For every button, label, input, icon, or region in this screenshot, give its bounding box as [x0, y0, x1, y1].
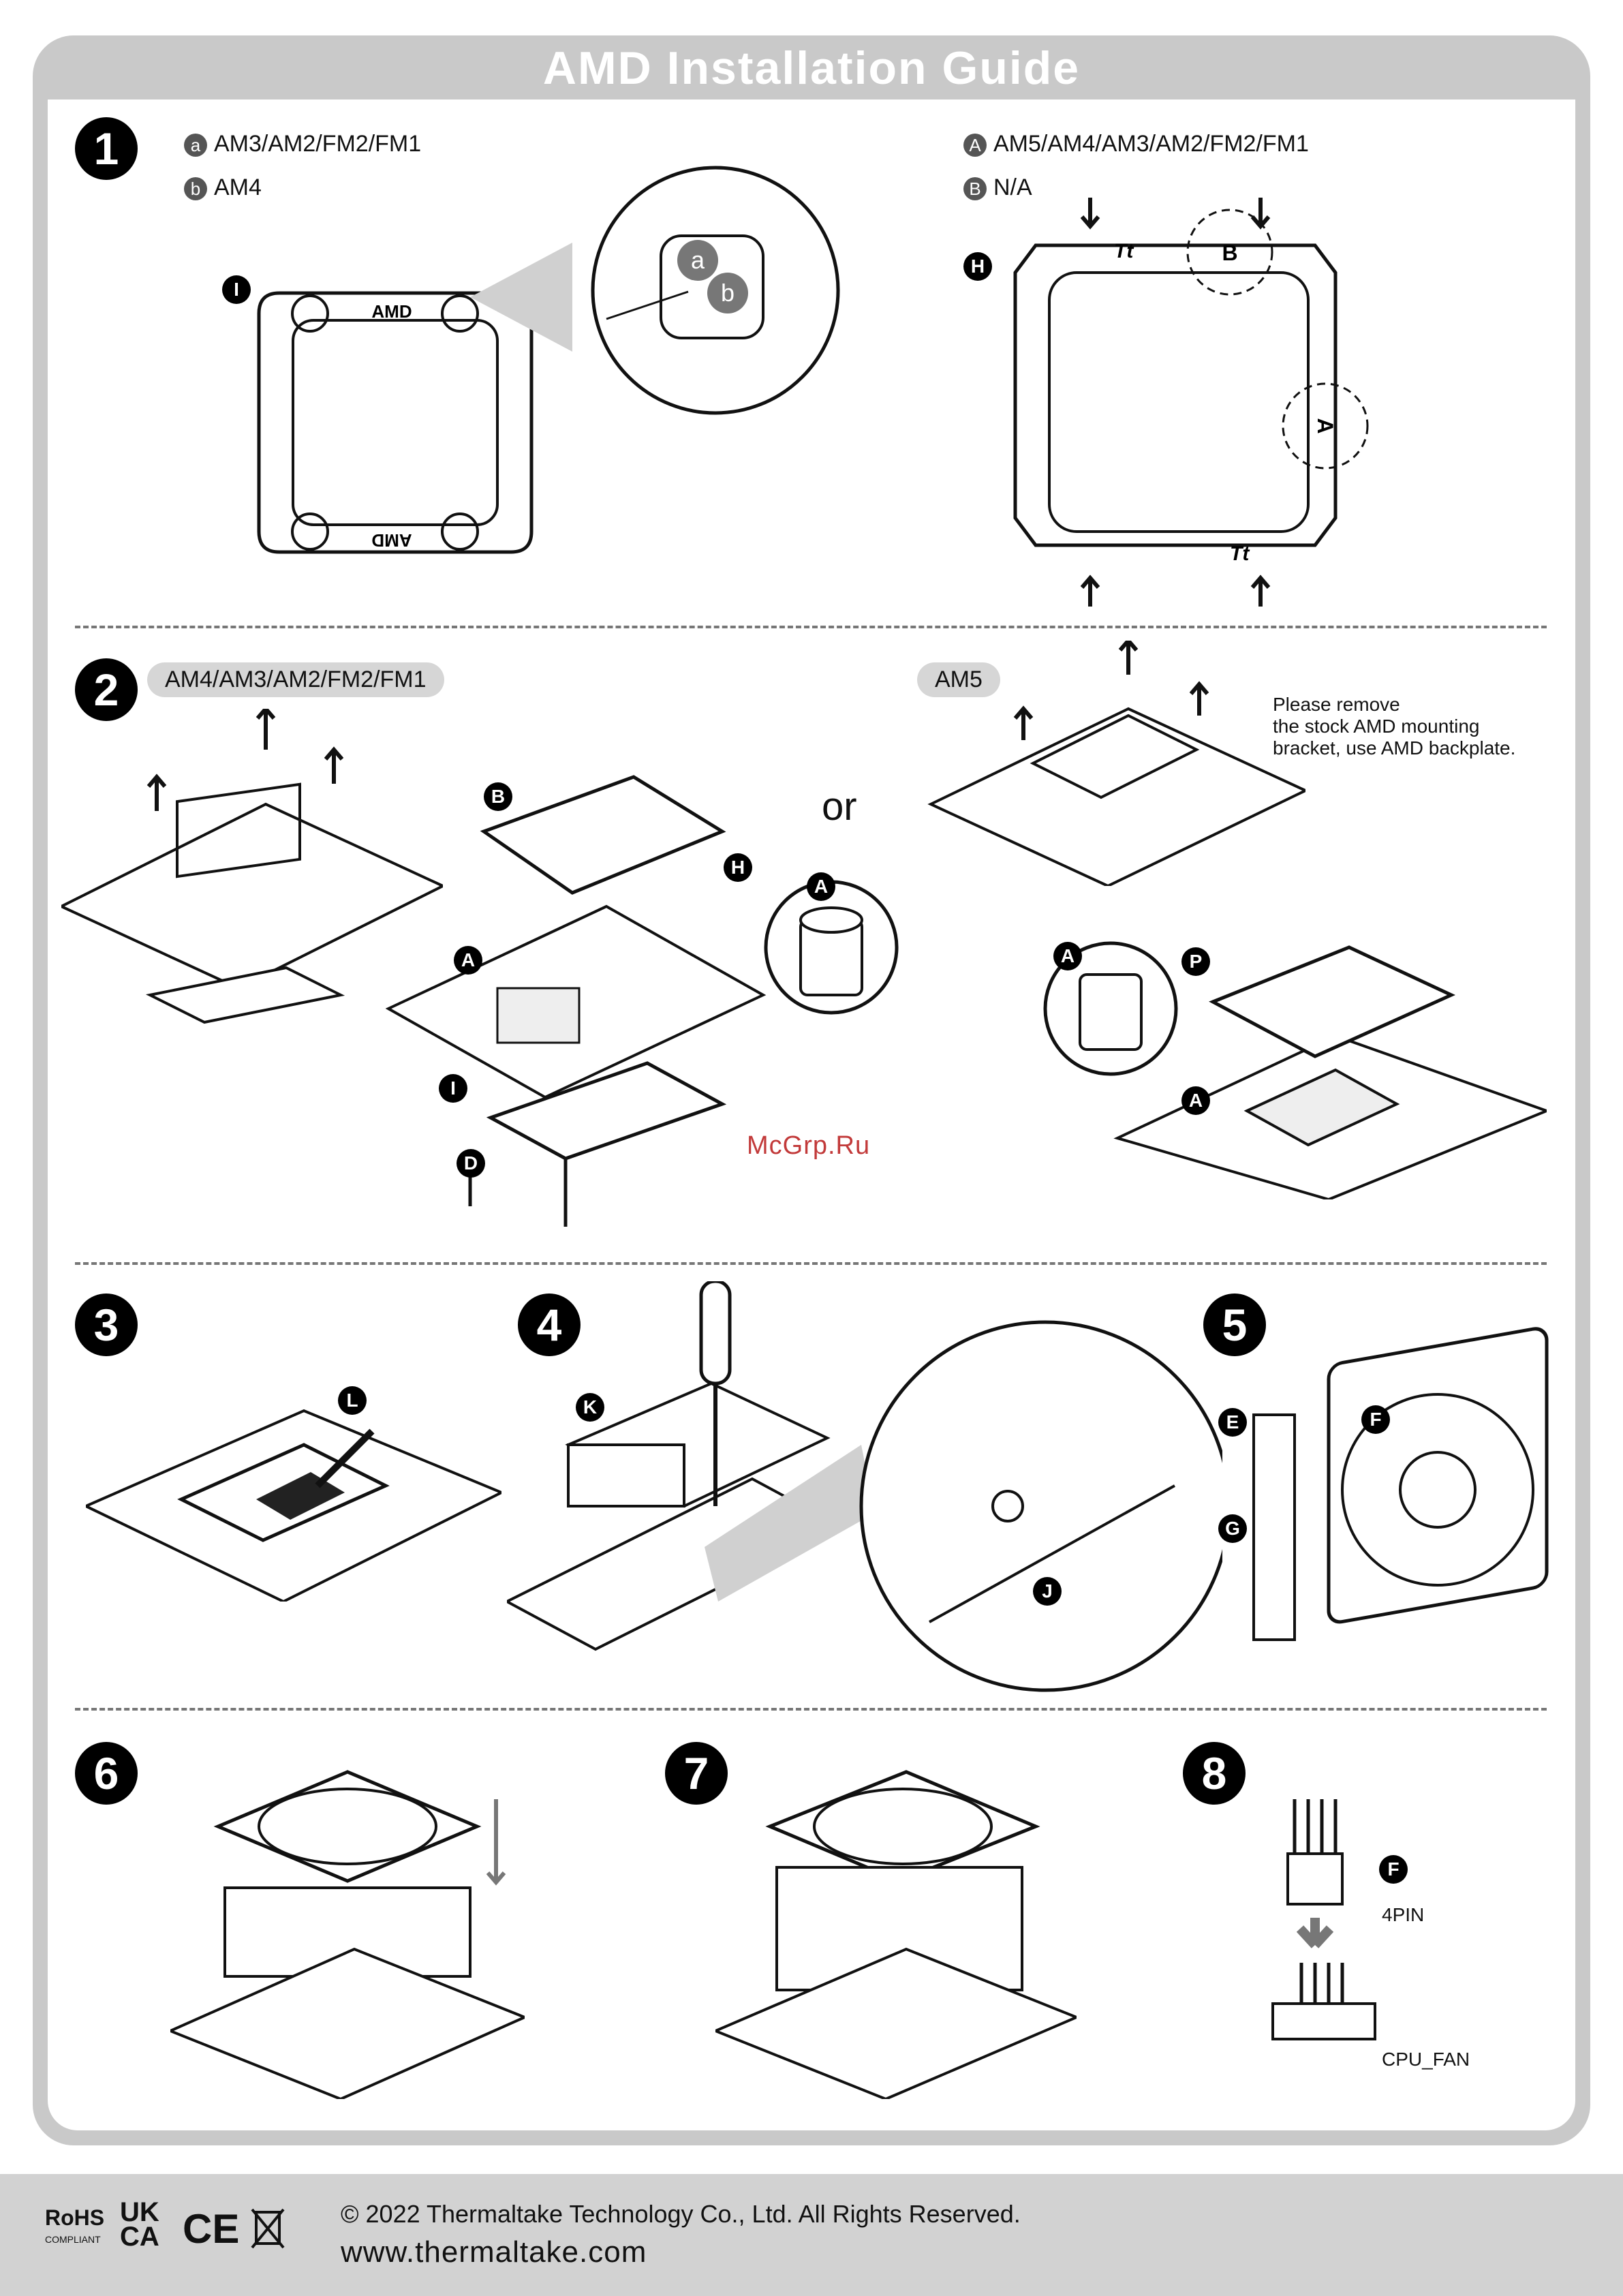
- marker-b-icon: b: [184, 177, 207, 201]
- part-I-tag: I: [439, 1074, 467, 1103]
- step-2-number: 2: [75, 658, 138, 721]
- socket-group-pill-right: AM5: [917, 662, 1000, 697]
- part-A-tag: A: [1053, 942, 1082, 970]
- am5-removal-note: Please remove the stock AMD mounting bra…: [1273, 694, 1516, 759]
- part-E-tag: E: [1218, 1408, 1247, 1437]
- assembled-cooler-illustration: [715, 1770, 1077, 2099]
- zoom-a-label: a: [691, 246, 705, 274]
- part-I-tag: I: [222, 275, 251, 304]
- website-link[interactable]: www.thermaltake.com: [341, 2235, 647, 2269]
- connector-4pin-label: 4PIN: [1382, 1904, 1425, 1925]
- section-divider: [75, 1262, 1547, 1265]
- part-F-tag: F: [1361, 1405, 1390, 1434]
- part-H-tag: H: [963, 252, 992, 281]
- weee-bin-icon: [251, 2208, 285, 2249]
- cpu-fan-header-label: CPU_FAN: [1382, 2049, 1470, 2070]
- rohs-compliant-text: COMPLIANT: [45, 2234, 101, 2245]
- am5-standoff-illustration: [1043, 941, 1547, 1199]
- socket-group-pill-left: AM4/AM3/AM2/FM2/FM1: [147, 662, 444, 697]
- heatsink-mount-illustration: [507, 1281, 1222, 1692]
- slot-B-label: B: [1222, 241, 1237, 265]
- tt-logo-bottom: Tt: [1230, 542, 1250, 565]
- page-title: AMD Installation Guide: [542, 42, 1081, 94]
- part-H-tag: H: [724, 853, 752, 882]
- marker-B-icon: B: [963, 177, 987, 201]
- step-4-number: 4: [518, 1294, 581, 1356]
- part-A-tag: A: [454, 946, 482, 975]
- part-G-tag: G: [1218, 1514, 1247, 1543]
- watermark-text: McGrp.Ru: [747, 1131, 871, 1160]
- part-L-tag: L: [338, 1386, 367, 1415]
- hole-zoom-illustration: a b: [470, 166, 840, 415]
- step-8-number: 8: [1183, 1742, 1246, 1805]
- universal-bracket-illustration: Tt Tt B A: [1013, 198, 1369, 607]
- tt-logo-top: Tt: [1114, 240, 1134, 262]
- step-7-number: 7: [665, 1742, 728, 1805]
- bracket-text-bottom: AMD: [371, 530, 412, 551]
- part-K-tag: K: [576, 1393, 604, 1422]
- slot-A-label: A: [1313, 418, 1338, 433]
- step-5-number: 5: [1203, 1294, 1266, 1356]
- stock-bracket-removal-illustration: [61, 709, 443, 1024]
- standoff-zoom-illustration: [764, 880, 899, 1015]
- part-J-tag: J: [1033, 1577, 1062, 1606]
- step-6-number: 6: [75, 1742, 138, 1805]
- section-divider: [75, 1708, 1547, 1711]
- part-D-tag: D: [457, 1149, 485, 1178]
- fan-connector-illustration: [1271, 1799, 1376, 2040]
- or-text: or: [822, 784, 857, 829]
- part-A-tag: A: [1181, 1086, 1210, 1115]
- zoom-b-label: b: [721, 279, 735, 307]
- bracket-text-top: AMD: [371, 301, 412, 322]
- step-3-number: 3: [75, 1294, 138, 1356]
- step-1-number: 1: [75, 117, 138, 180]
- part-B-tag: B: [484, 782, 512, 811]
- marker-a-icon: a: [184, 134, 207, 157]
- part-P-tag: P: [1181, 947, 1210, 976]
- thermal-paste-illustration: [86, 1409, 501, 1602]
- backplate-install-illustration: [385, 775, 767, 1227]
- fan-clip-illustration: [1252, 1327, 1549, 1641]
- marker-A-icon: A: [963, 134, 987, 157]
- rohs-mark: RoHS: [45, 2205, 105, 2230]
- copyright-text: © 2022 Thermaltake Technology Co., Ltd. …: [341, 2200, 1021, 2228]
- part-A-tag: A: [807, 872, 835, 901]
- am5-board-illustration: [927, 641, 1305, 886]
- section-divider: [75, 626, 1547, 628]
- part-F-tag: F: [1379, 1855, 1408, 1884]
- footer: [0, 2174, 1623, 2296]
- ce-mark: CE: [183, 2206, 240, 2252]
- fan-mount-illustration: [170, 1770, 525, 2099]
